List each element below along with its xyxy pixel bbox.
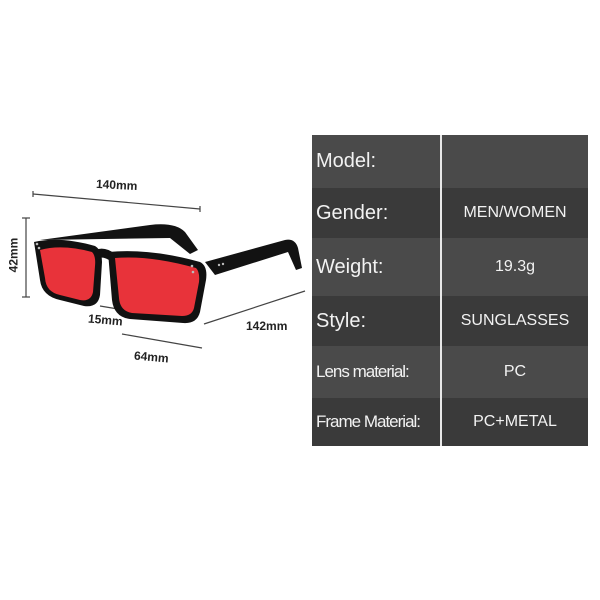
spec-row-frame-material: Frame Material: PC+METAL xyxy=(312,398,588,446)
dimension-bridge: 15mm xyxy=(87,311,124,329)
lens-right xyxy=(115,257,200,316)
spec-value: PC+METAL xyxy=(442,398,588,446)
sunglasses-image xyxy=(22,191,306,349)
temple-arm xyxy=(40,224,198,254)
spec-label: Lens material: xyxy=(312,346,440,398)
spec-value: PC xyxy=(442,346,588,398)
dimension-temple-length: 142mm xyxy=(246,319,288,333)
spec-table: Model: Gender: MEN/WOMEN Weight: 19.3g S… xyxy=(312,135,588,446)
spec-row-weight: Weight: 19.3g xyxy=(312,238,588,296)
table-divider xyxy=(440,135,442,446)
dimension-lines xyxy=(22,191,306,349)
spec-row-lens-material: Lens material: PC xyxy=(312,346,588,398)
dimension-total-width: 140mm xyxy=(95,176,138,194)
spec-row-style: Style: SUNGLASSES xyxy=(312,296,588,346)
dimension-lens-height: 42mm xyxy=(6,237,21,273)
spec-row-gender: Gender: MEN/WOMEN xyxy=(312,188,588,238)
spec-value: 19.3g xyxy=(442,238,588,296)
spec-row-model: Model: xyxy=(312,135,588,188)
spec-value: SUNGLASSES xyxy=(442,296,588,346)
dimension-lens-width: 64mm xyxy=(133,348,170,366)
spec-label: Style: xyxy=(312,296,440,346)
lens-left xyxy=(40,247,96,301)
rivets xyxy=(35,242,225,274)
spec-label: Gender: xyxy=(312,188,440,238)
spec-label: Model: xyxy=(312,135,440,188)
spec-label: Frame Material: xyxy=(312,398,440,446)
temple-arm-right xyxy=(205,239,302,275)
spec-value xyxy=(442,135,588,188)
spec-label: Weight: xyxy=(312,238,440,296)
spec-value: MEN/WOMEN xyxy=(442,188,588,238)
